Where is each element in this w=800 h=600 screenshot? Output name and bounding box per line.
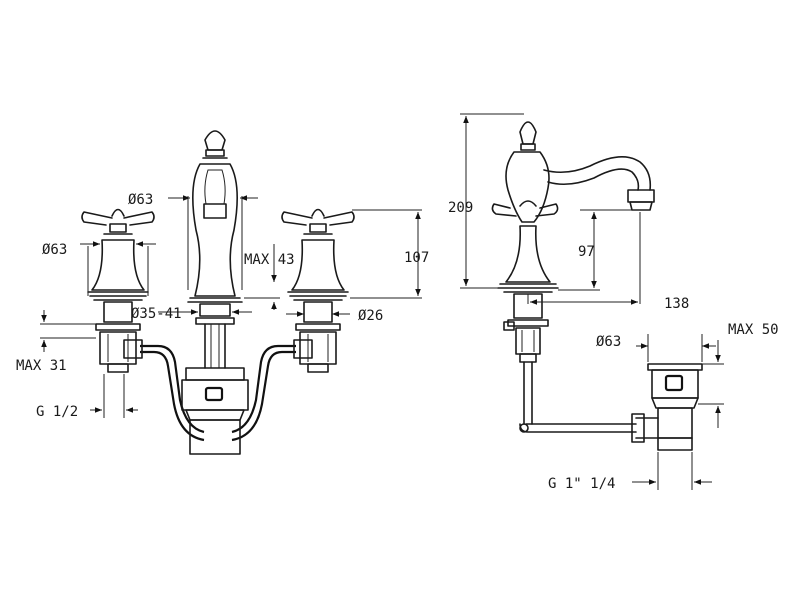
dim-209-label: 209 xyxy=(448,200,473,216)
dim-107-label: 107 xyxy=(404,250,429,266)
side-view: 209 97 138 Ø63 MAX 50 G 1" 1/4 xyxy=(448,113,779,492)
max-50-label: MAX 50 xyxy=(728,322,779,338)
connecting-hoses xyxy=(123,339,313,442)
hole-range-label: Ø35-41 xyxy=(131,306,182,322)
mixing-body xyxy=(181,367,249,455)
dim-97-label: 97 xyxy=(578,244,595,260)
central-spout xyxy=(187,130,243,369)
left-handle-diameter-label: Ø63 xyxy=(42,242,67,258)
max-43-label: MAX 43 xyxy=(244,252,295,268)
connector-diameter-label: Ø26 xyxy=(358,308,383,324)
dim-138-label: 138 xyxy=(664,296,689,312)
thread-waste-label: G 1" 1/4 xyxy=(548,476,615,492)
max-31-label: MAX 31 xyxy=(16,358,67,374)
spout-diameter-label: Ø63 xyxy=(128,192,153,208)
front-view: Ø63 Ø63 MAX 43 107 Ø35-41 Ø26 MAX 31 G 1 xyxy=(16,130,429,455)
left-cross-handle xyxy=(81,208,155,301)
right-valve-body xyxy=(295,301,341,373)
waste-diameter-label: Ø63 xyxy=(596,334,621,350)
popup-waste xyxy=(631,363,703,451)
right-cross-handle xyxy=(281,208,355,301)
thread-half-label: G 1/2 xyxy=(36,404,78,420)
